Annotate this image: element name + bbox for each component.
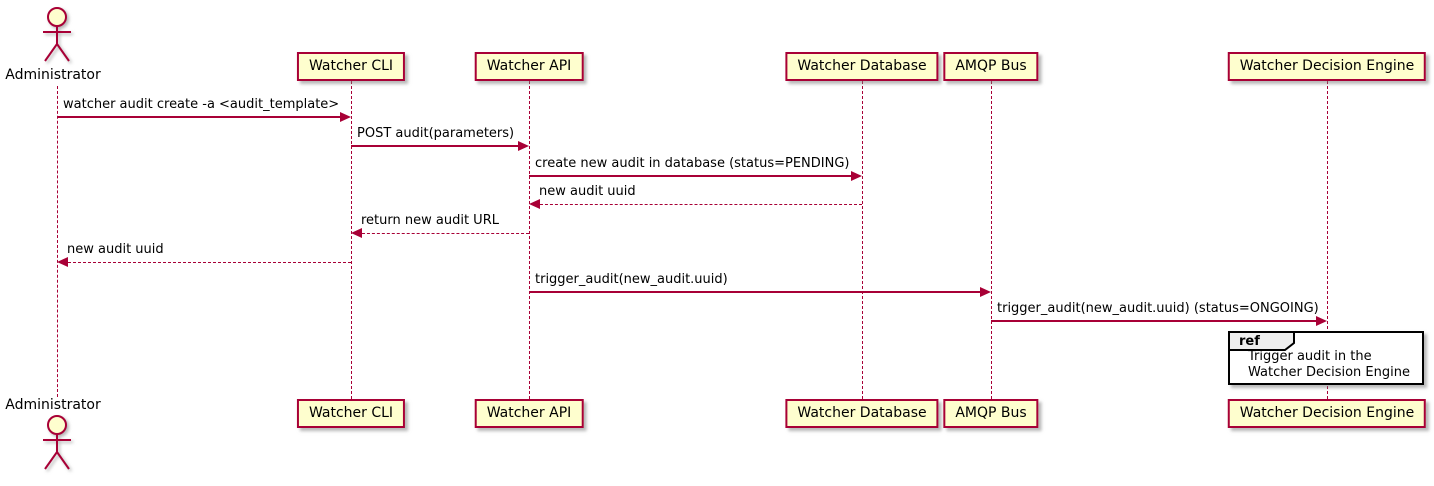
message-line	[529, 175, 856, 177]
participant-box-amqp-bus-bottom: AMQP Bus	[943, 399, 1039, 428]
lifeline-amqp-bus	[990, 81, 992, 399]
message-label: POST audit(parameters)	[357, 126, 515, 141]
message-line	[63, 262, 351, 263]
lifeline-administrator	[56, 86, 58, 397]
message-line	[529, 291, 985, 293]
message-line	[535, 204, 862, 205]
ref-text-line: Watcher Decision Engine	[1248, 365, 1410, 380]
lifeline-watcher-decision-engine	[1326, 81, 1328, 399]
participant-box-watcher-cli-bottom: Watcher CLI	[296, 399, 406, 428]
ref-fragment: ref Trigger audit in the Watcher Decisio…	[1228, 331, 1424, 385]
message-label: create new audit in database (status=PEN…	[535, 156, 850, 171]
message-label: return new audit URL	[361, 213, 499, 228]
arrow-right-icon	[340, 112, 351, 122]
participant-box-watcher-api-top: Watcher API	[474, 52, 584, 81]
message-label: trigger_audit(new_audit.uuid)	[535, 272, 728, 287]
actor-person-icon	[43, 415, 71, 470]
ref-text-line: Trigger audit in the	[1248, 349, 1372, 364]
participant-box-watcher-api-bottom: Watcher API	[474, 399, 584, 428]
message-label: trigger_audit(new_audit.uuid) (status=ON…	[997, 301, 1319, 316]
lifeline-watcher-cli	[350, 81, 352, 399]
participant-box-watcher-database-bottom: Watcher Database	[785, 399, 939, 428]
arrow-right-icon	[851, 171, 862, 181]
message-line	[57, 116, 345, 118]
actor-label-administrator-top: Administrator	[5, 67, 101, 83]
message-label: watcher audit create -a <audit_template>	[63, 97, 340, 112]
participant-box-watcher-decision-engine-top: Watcher Decision Engine	[1227, 52, 1427, 81]
participant-box-watcher-cli-top: Watcher CLI	[296, 52, 406, 81]
arrow-left-icon	[351, 228, 362, 238]
message-line	[357, 233, 529, 234]
participant-box-watcher-decision-engine-bottom: Watcher Decision Engine	[1227, 399, 1427, 428]
arrow-right-icon	[1316, 316, 1327, 326]
actor-person-icon	[43, 7, 71, 62]
lifeline-watcher-database	[861, 81, 863, 399]
ref-tag-pentagon	[1228, 331, 1295, 351]
message-label: new audit uuid	[539, 184, 636, 199]
lifeline-watcher-api	[528, 81, 530, 399]
arrow-right-icon	[518, 141, 529, 151]
actor-label-administrator-bottom: Administrator	[5, 397, 101, 413]
participant-box-watcher-database-top: Watcher Database	[785, 52, 939, 81]
message-line	[351, 145, 523, 147]
message-label: new audit uuid	[67, 242, 164, 257]
message-line	[991, 320, 1321, 322]
arrow-right-icon	[980, 287, 991, 297]
ref-keyword: ref	[1239, 334, 1260, 349]
arrow-left-icon	[529, 199, 540, 209]
participant-box-amqp-bus-top: AMQP Bus	[943, 52, 1039, 81]
ref-text: Trigger audit in the Watcher Decision En…	[1248, 349, 1410, 381]
arrow-left-icon	[57, 257, 68, 267]
